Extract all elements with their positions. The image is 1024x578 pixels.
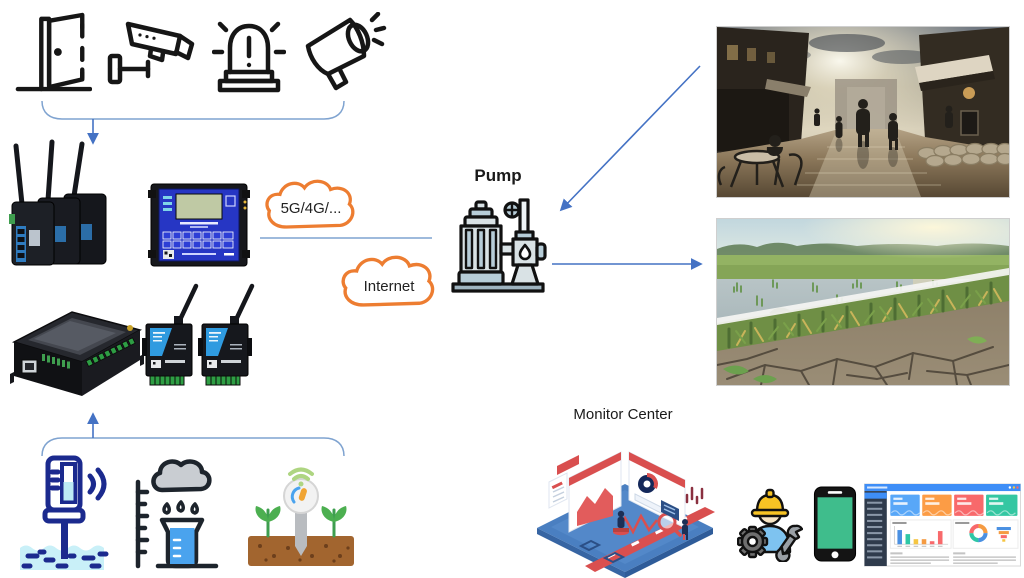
flood-drought-field-photo bbox=[716, 218, 1010, 386]
water-level-sensor-icon bbox=[20, 455, 109, 570]
dtu-modem-icon bbox=[142, 283, 255, 386]
bottom-brace bbox=[41, 437, 345, 457]
megaphone-icon bbox=[305, 12, 387, 91]
cloud-icon bbox=[265, 179, 355, 229]
flooded-street-photo bbox=[716, 26, 1010, 198]
pump-icon bbox=[451, 198, 547, 293]
internet-cloud-label: Internet bbox=[363, 277, 415, 295]
monitor-center-label: Monitor Center bbox=[573, 406, 673, 423]
soil-moisture-sensor-icon bbox=[248, 467, 354, 566]
network-cloud: 5G/4G/... bbox=[262, 176, 360, 234]
arrow-photo-to-pump bbox=[559, 65, 701, 212]
dashboard-screenshot bbox=[864, 483, 1021, 567]
cloud-icon bbox=[341, 255, 435, 307]
cctv-camera-icon bbox=[107, 21, 195, 85]
pump-label: Pump bbox=[474, 166, 522, 185]
door-icon bbox=[15, 12, 92, 92]
pump-controller-icon bbox=[148, 183, 250, 267]
maintenance-worker-icon bbox=[737, 488, 803, 562]
internet-cloud: Internet bbox=[338, 252, 440, 312]
top-brace bbox=[41, 100, 345, 120]
smartphone-icon bbox=[813, 486, 857, 562]
router-stack-icon bbox=[9, 139, 107, 266]
rain-gauge-icon bbox=[135, 459, 219, 569]
rtu-datalogger-icon bbox=[10, 311, 144, 396]
monitor-center-illustration bbox=[537, 451, 715, 578]
network-cloud-label: 5G/4G/... bbox=[280, 199, 342, 217]
alarm-siren-icon bbox=[212, 21, 286, 93]
